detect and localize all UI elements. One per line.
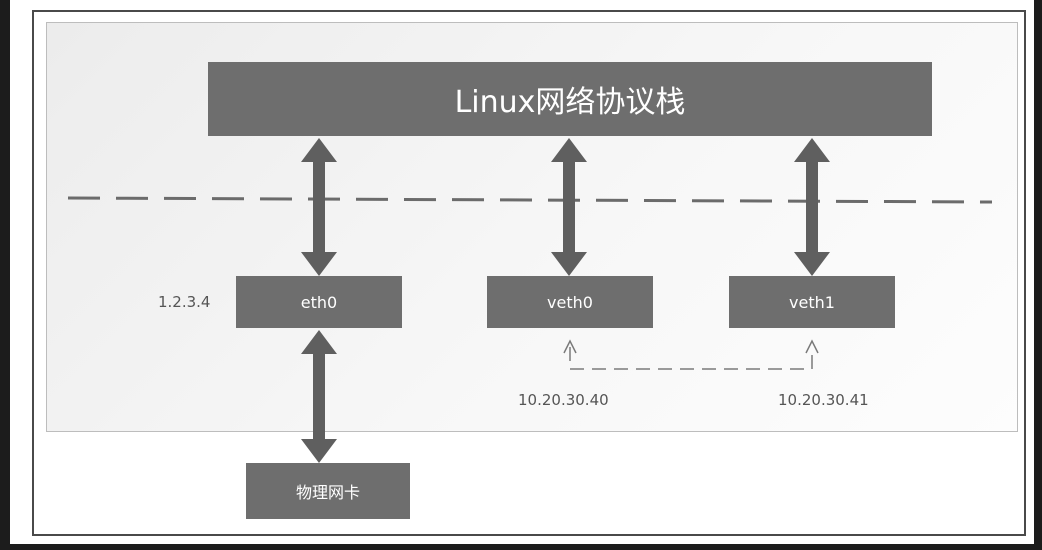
veth1-label: veth1: [789, 292, 835, 312]
frame-bottom-edge: [0, 544, 1042, 550]
physical-nic-box: 物理网卡: [246, 463, 410, 519]
frame-right-edge: [1034, 0, 1042, 550]
veth-pair-dashed-link: [569, 347, 813, 370]
eth0-nic-double-arrow: [301, 330, 337, 463]
veth1-box: veth1: [729, 276, 895, 328]
veth1-ip-label: 10.20.30.41: [778, 391, 869, 409]
stack-veth1-double-arrow: [794, 138, 830, 276]
eth0-label: eth0: [300, 292, 338, 312]
linux-network-stack-label: Linux网络协议栈: [454, 85, 686, 120]
boundary-dashed-line: [67, 196, 993, 204]
veth0-link-arrowhead: [563, 339, 577, 354]
veth0-ip-label: 10.20.30.40: [518, 391, 609, 409]
stack-eth0-double-arrow: [301, 138, 337, 276]
stack-veth0-double-arrow: [551, 138, 587, 276]
eth0-box: eth0: [236, 276, 402, 328]
eth0-ip-label: 1.2.3.4: [158, 293, 211, 311]
linux-network-stack-box: Linux网络协议栈: [208, 62, 932, 136]
frame-left-edge: [0, 0, 10, 550]
veth0-label: veth0: [547, 292, 593, 312]
veth1-link-arrowhead: [805, 339, 819, 354]
physical-nic-label: 物理网卡: [295, 483, 360, 502]
veth0-box: veth0: [487, 276, 653, 328]
